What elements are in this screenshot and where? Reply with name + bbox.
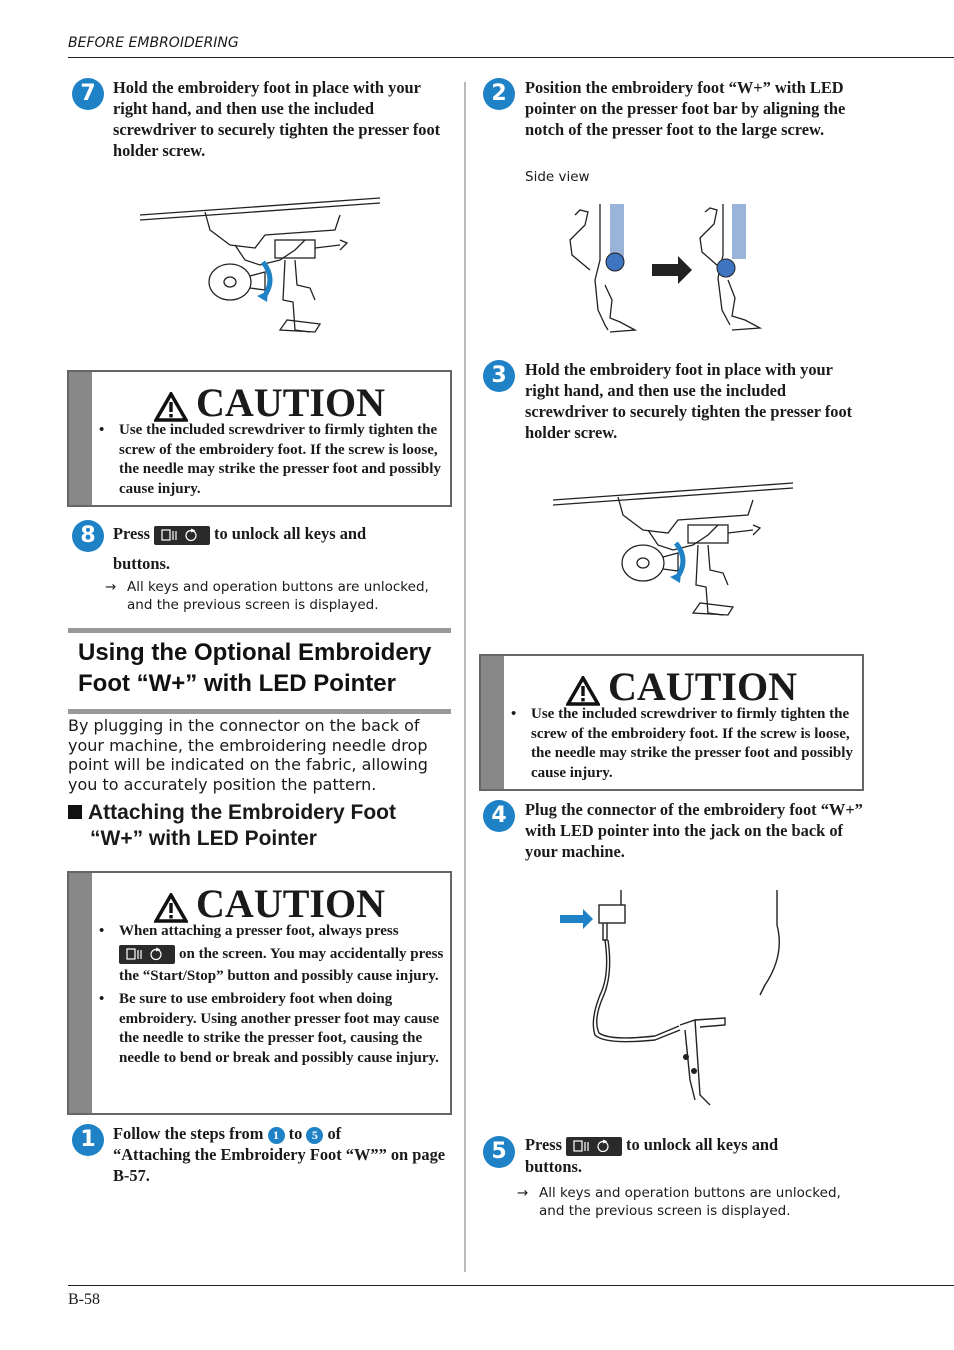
section-heading-box: Using the Optional Embroidery Foot “W+” …	[68, 628, 451, 714]
side-view-illustration	[569, 204, 763, 333]
step-number-7: 7	[72, 78, 104, 110]
caution-item: Be sure to use embroidery foot when doin…	[99, 990, 444, 1068]
header-rule	[68, 57, 954, 58]
caution-list: Use the included screwdriver to firmly t…	[511, 705, 856, 787]
caution-item: Use the included screwdriver to firmly t…	[99, 421, 444, 499]
warning-triangle-icon	[566, 675, 601, 706]
step-2-text: Position the embroidery foot “W+” with L…	[525, 78, 846, 139]
right-arrow-icon	[560, 909, 593, 929]
unlock-keys-button-icon[interactable]	[119, 944, 175, 964]
caution-title: CAUTION	[69, 383, 450, 423]
caution-box-3: CAUTION Use the included screwdriver to …	[479, 654, 864, 791]
unlock-keys-button-icon[interactable]	[566, 1136, 623, 1156]
screwdriver-tighten-illustration	[139, 197, 381, 333]
warning-triangle-icon	[154, 892, 189, 923]
step-number-1: 1	[72, 1124, 104, 1156]
step-5-result: → All keys and operation buttons are unl…	[517, 1185, 841, 1219]
square-bullet-icon	[68, 805, 82, 819]
step-ref-5: 5	[306, 1126, 324, 1144]
result-arrow-icon: →	[105, 579, 117, 595]
connector-plug-illustration	[560, 890, 780, 1106]
caution-box-2: CAUTION When attaching a presser foot, a…	[67, 871, 452, 1115]
step-1-text: Follow the steps from 1 to 5 of “Attachi…	[113, 1124, 446, 1185]
step-8-result: → All keys and operation buttons are unl…	[105, 579, 429, 613]
step-ref-1: 1	[267, 1126, 285, 1144]
caution-title: CAUTION	[69, 884, 450, 924]
caution-list: When attaching a presser foot, always pr…	[99, 922, 444, 1072]
step-7-text: Hold the embroidery foot in place with y…	[113, 78, 441, 160]
result-arrow-icon: →	[517, 1185, 529, 1201]
caution-bar	[69, 873, 92, 1113]
caution-bar	[481, 656, 504, 789]
page-number: B-58	[68, 1291, 100, 1308]
caution-list: Use the included screwdriver to firmly t…	[99, 421, 444, 503]
subsection-heading: Attaching the Embroidery Foot “W+” with …	[68, 800, 396, 852]
step-number-4: 4	[483, 800, 515, 832]
caution-item: When attaching a presser foot, always pr…	[99, 922, 444, 986]
side-view-label: Side view	[525, 169, 590, 185]
step-number-3: 3	[483, 360, 515, 392]
step-number-8: 8	[72, 520, 104, 552]
caution-title: CAUTION	[481, 667, 862, 707]
right-arrow-icon	[652, 256, 692, 284]
intro-paragraph: By plugging in the connector on the back…	[68, 716, 428, 794]
column-divider	[464, 82, 466, 1272]
screwdriver-tighten-illustration	[552, 482, 794, 616]
caution-bar	[69, 372, 92, 505]
step-3-text: Hold the embroidery foot in place with y…	[525, 360, 853, 442]
step-number-2: 2	[483, 78, 515, 110]
warning-triangle-icon	[154, 391, 189, 422]
caution-box-1: CAUTION Use the included screwdriver to …	[67, 370, 452, 507]
step-4-text: Plug the connector of the embroidery foo…	[525, 800, 863, 861]
caution-item: Use the included screwdriver to firmly t…	[511, 705, 856, 783]
running-header: BEFORE EMBROIDERING	[68, 35, 239, 51]
unlock-keys-button-icon[interactable]	[154, 525, 211, 545]
step-number-5: 5	[483, 1136, 515, 1168]
section-title: Using the Optional Embroidery Foot “W+” …	[78, 639, 432, 697]
footer-rule	[68, 1285, 954, 1286]
